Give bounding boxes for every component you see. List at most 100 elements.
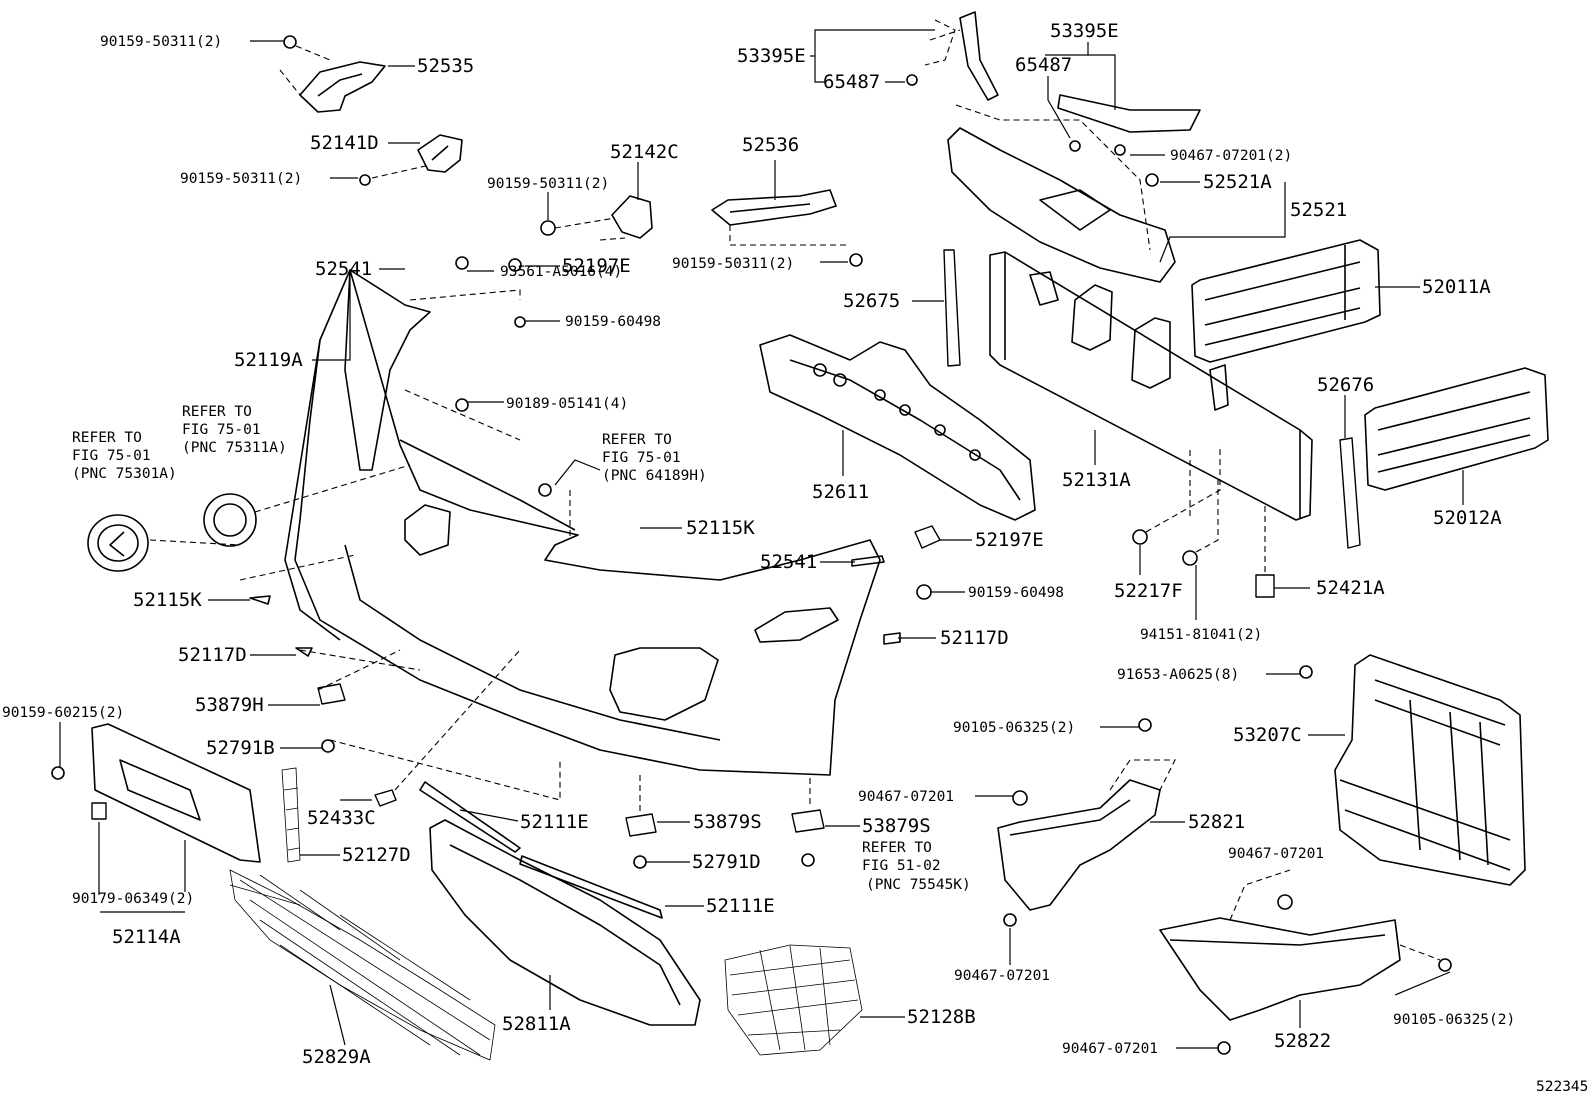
label-52541-a[interactable]: 52541 (315, 258, 372, 280)
label-52111E-a[interactable]: 52111E (520, 811, 589, 833)
label-52117D-b[interactable]: 52117D (940, 627, 1009, 649)
refer-note-75545K-line2: FIG 51-02 (862, 858, 941, 874)
label-53395E-b[interactable]: 53395E (1050, 20, 1119, 42)
refer-note-75545K-line3: (PNC 75545K) (866, 877, 971, 893)
label-53879H[interactable]: 53879H (195, 694, 264, 716)
refer-note-64189H-line2: FIG 75-01 (602, 450, 681, 466)
part-52128B-mesh-drawing[interactable] (724, 944, 863, 1056)
refer-note-75301A-line2: FIG 75-01 (72, 448, 151, 464)
label-90467-07201-c[interactable]: 90467-07201 (1228, 846, 1324, 862)
label-52822[interactable]: 52822 (1274, 1030, 1331, 1052)
label-53395E-a[interactable]: 53395E (737, 45, 806, 67)
label-52119A[interactable]: 52119A (234, 349, 303, 371)
label-52127D[interactable]: 52127D (342, 844, 411, 866)
part-52114A-plate-bracket-drawing[interactable] (51, 723, 261, 863)
label-90159-50311-d[interactable]: 90159-50311(2) (672, 256, 794, 272)
part-52131A-beam-drawing[interactable] (989, 251, 1313, 521)
label-52117D-a[interactable]: 52117D (178, 644, 247, 666)
refer-note-75311A-line2: FIG 75-01 (182, 422, 261, 438)
part-53207C-duct-drawing[interactable] (1299, 654, 1526, 886)
label-52115K-b[interactable]: 52115K (133, 589, 202, 611)
label-52676[interactable]: 52676 (1317, 374, 1374, 396)
label-52541-b[interactable]: 52541 (760, 551, 817, 573)
clips-left-drawing[interactable] (249, 595, 561, 801)
label-52141D[interactable]: 52141D (310, 132, 379, 154)
label-93561-A5016[interactable]: 93561-A5016(4) (500, 264, 622, 280)
label-52217F[interactable]: 52217F (1114, 580, 1183, 602)
part-52141D-bracket-drawing[interactable] (359, 134, 463, 186)
label-90467-07201-b[interactable]: 90467-07201 (858, 789, 954, 805)
refer-note-75311A-line3: (PNC 75311A) (182, 440, 287, 456)
label-65487-a[interactable]: 65487 (823, 71, 880, 93)
label-90159-50311-a[interactable]: 90159-50311(2) (100, 34, 222, 50)
label-90467-07201-e[interactable]: 90467-07201 (1062, 1041, 1158, 1057)
label-52811A[interactable]: 52811A (502, 1013, 571, 1035)
label-90467-07201-d[interactable]: 90467-07201 (954, 968, 1050, 984)
part-52536-bracket-drawing[interactable] (711, 189, 863, 267)
label-52114A[interactable]: 52114A (112, 926, 181, 948)
label-52421A[interactable]: 52421A (1316, 577, 1385, 599)
part-52119A-bumper-cover-drawing[interactable] (239, 256, 881, 776)
part-52011A-bracket-drawing[interactable] (1191, 239, 1381, 363)
label-52111E-b[interactable]: 52111E (706, 895, 775, 917)
part-52811A-grille-frame-drawing[interactable] (419, 781, 701, 1026)
label-52011A[interactable]: 52011A (1422, 276, 1491, 298)
label-52675[interactable]: 52675 (843, 290, 900, 312)
part-53395E-molding-drawing[interactable] (906, 11, 1201, 156)
label-90159-60215[interactable]: 90159-60215(2) (2, 705, 124, 721)
label-90159-50311-c[interactable]: 90159-50311(2) (487, 176, 609, 192)
part-52611-reinforcement-drawing[interactable] (759, 334, 1036, 521)
callout-labels: 90159-50311(2) 52535 52141D 90159-50311(… (2, 20, 1588, 1095)
label-94151-81041[interactable]: 94151-81041(2) (1140, 627, 1262, 643)
part-52675-strip-drawing[interactable] (943, 249, 1361, 549)
refer-note-75311A-line1: REFER TO (182, 404, 252, 420)
label-90105-06325-b[interactable]: 90105-06325(2) (1393, 1012, 1515, 1028)
refer-note-75301A-line3: (PNC 75301A) (72, 466, 177, 482)
label-90179-06349[interactable]: 90179-06349(2) (72, 891, 194, 907)
refer-note-64189H-line1: REFER TO (602, 432, 672, 448)
refer-note-64189H-line3: (PNC 64189H) (602, 468, 707, 484)
label-53879S-a[interactable]: 53879S (693, 811, 762, 833)
label-52536[interactable]: 52536 (742, 134, 799, 156)
label-52142C[interactable]: 52142C (610, 141, 679, 163)
label-52521A[interactable]: 52521A (1203, 171, 1272, 193)
label-52197E-b[interactable]: 52197E (975, 529, 1044, 551)
clips-center-drawing[interactable] (374, 649, 825, 869)
part-52521-absorber-drawing[interactable] (947, 104, 1176, 283)
clips-right-drawing[interactable] (851, 525, 941, 645)
label-52791D[interactable]: 52791D (692, 851, 761, 873)
part-52822-duct-drawing[interactable] (1159, 869, 1452, 1055)
label-90159-60498-b[interactable]: 90159-60498 (968, 585, 1064, 601)
label-91653-A0625[interactable]: 91653-A0625(8) (1117, 667, 1239, 683)
label-52821[interactable]: 52821 (1188, 811, 1245, 833)
label-65487-b[interactable]: 65487 (1015, 54, 1072, 76)
label-52521[interactable]: 52521 (1290, 199, 1347, 221)
label-90159-50311-b[interactable]: 90159-50311(2) (180, 171, 302, 187)
label-52829A[interactable]: 52829A (302, 1046, 371, 1068)
label-52131A[interactable]: 52131A (1062, 469, 1131, 491)
emblem-drawing[interactable] (87, 464, 411, 572)
refer-note-75545K-line1: REFER TO (862, 840, 932, 856)
part-52012A-bracket-drawing[interactable] (1364, 367, 1549, 491)
label-90105-06325-a[interactable]: 90105-06325(2) (953, 720, 1075, 736)
label-52128B[interactable]: 52128B (907, 1006, 976, 1028)
part-52127D-mesh-drawing[interactable] (281, 767, 301, 863)
label-53879S-b[interactable]: 53879S (862, 815, 931, 837)
label-52611[interactable]: 52611 (812, 481, 869, 503)
part-52821-duct-drawing[interactable] (997, 718, 1176, 927)
part-52535-bracket-drawing[interactable] (279, 35, 386, 113)
fasteners-52217F-94151-drawing[interactable] (1132, 445, 1275, 598)
part-52829A-mesh-drawing[interactable] (229, 869, 496, 1061)
label-52115K-a[interactable]: 52115K (686, 517, 755, 539)
label-90467-07201-a[interactable]: 90467-07201(2) (1170, 148, 1292, 164)
label-53207C[interactable]: 53207C (1233, 724, 1302, 746)
label-90159-60498-a[interactable]: 90159-60498 (565, 314, 661, 330)
part-52142C-bracket-drawing[interactable] (540, 195, 653, 241)
leader-lines (59, 29, 1464, 1049)
label-52433C[interactable]: 52433C (307, 807, 376, 829)
label-52197E-a[interactable]: 52197E (562, 255, 631, 277)
label-52012A[interactable]: 52012A (1433, 507, 1502, 529)
label-90189-05141[interactable]: 90189-05141(4) (506, 396, 628, 412)
label-52791B[interactable]: 52791B (206, 737, 275, 759)
label-52535[interactable]: 52535 (417, 55, 474, 77)
